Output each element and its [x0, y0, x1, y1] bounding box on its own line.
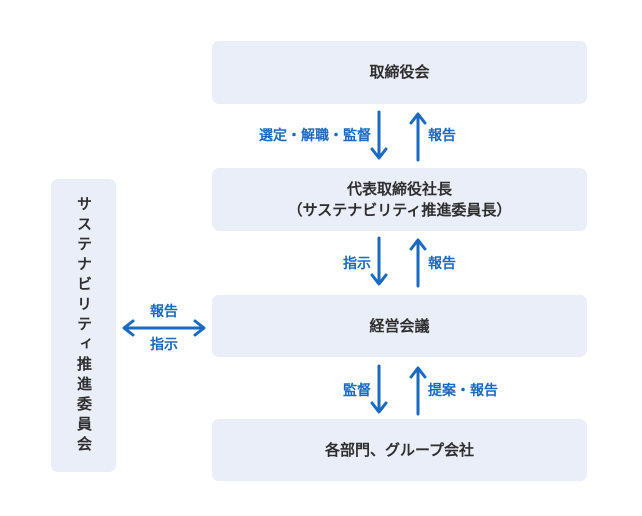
node-president-label-line2: （サステナビリティ推進委員長）: [287, 201, 512, 219]
node-departments-group-companies: 各部門、グループ会社: [212, 419, 587, 481]
arrow-double-horizontal-icon: [120, 318, 208, 338]
edge-label-instruction-1: 指示: [343, 255, 371, 271]
arrow-up-icon: [408, 110, 428, 162]
node-president: 代表取締役社長 （サステナビリティ推進委員長）: [212, 168, 587, 231]
edge-label-instruction-2: 指示: [150, 336, 178, 352]
node-management-label: 経営会議: [369, 317, 430, 335]
arrow-down-icon: [369, 110, 389, 162]
arrow-down-icon: [369, 364, 389, 416]
arrow-up-icon: [408, 236, 428, 288]
edge-label-selection-dismissal-supervision: 選定・解職・監督: [259, 127, 371, 143]
node-board-of-directors: 取締役会: [212, 41, 587, 104]
edge-label-report-1: 報告: [428, 127, 456, 143]
arrow-down-icon: [369, 236, 389, 288]
node-departments-label: 各部門、グループ会社: [324, 441, 475, 459]
edge-label-proposal-report: 提案・報告: [428, 382, 498, 398]
edge-label-report-2: 報告: [428, 255, 456, 271]
arrow-up-icon: [408, 364, 428, 416]
node-management-meeting: 経営会議: [212, 295, 587, 357]
node-board-label: 取締役会: [369, 64, 430, 81]
node-president-label-line1: 代表取締役社長: [346, 180, 452, 198]
edge-label-report-3: 報告: [150, 303, 178, 319]
node-sustainability-committee: サステナビリティ推進委員会: [51, 179, 116, 472]
edge-label-supervision: 監督: [343, 382, 371, 398]
node-committee-label: サステナビリティ推進委員会: [75, 195, 92, 456]
